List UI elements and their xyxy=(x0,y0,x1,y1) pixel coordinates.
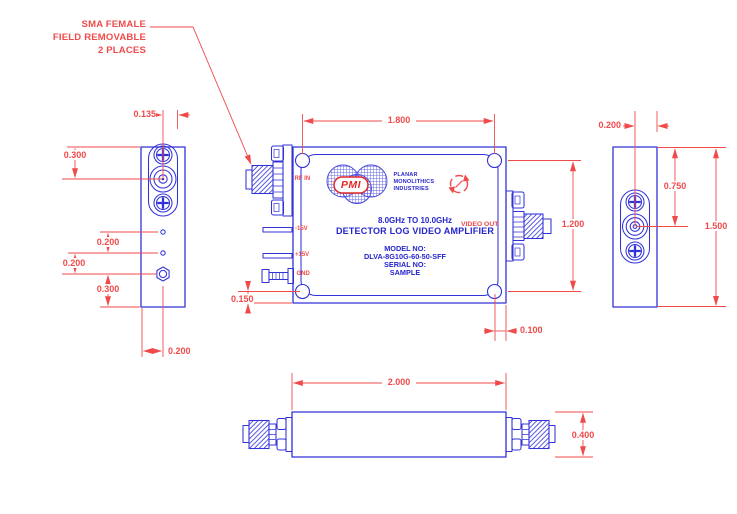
dimension-annotations xyxy=(62,26,726,458)
gnd-hex-stud xyxy=(156,266,170,282)
dim-body-length: 2.000 xyxy=(382,377,416,387)
video-out-label: VIDEO OUT xyxy=(461,220,499,228)
serial-label: SERIAL NO: xyxy=(383,260,427,270)
company-line: PLANAR xyxy=(393,171,418,178)
dim-hole-span-width: 1.800 xyxy=(382,115,416,125)
mounting-hole xyxy=(486,152,503,169)
neg-supply-pin xyxy=(262,226,293,233)
front-view xyxy=(245,144,552,304)
model-block: MODEL NO: DLVA-8G10G-60-50-SFF SERIAL NO… xyxy=(315,243,495,278)
bottom-view xyxy=(242,411,556,458)
pmi-logo-icon xyxy=(326,164,388,204)
supply-pin-hole xyxy=(160,250,166,256)
pos-supply-label: +15V xyxy=(295,252,310,258)
dim-pin-spacing: 0.200 xyxy=(92,237,124,247)
mounting-hole xyxy=(294,152,311,169)
rf-input-connector xyxy=(245,144,293,217)
dim-connector-offset: 0.135 xyxy=(122,109,156,119)
power-pins xyxy=(261,226,295,285)
screw-cross-icon xyxy=(157,197,169,209)
supply-pin-hole xyxy=(160,229,166,235)
callout-line: FIELD REMOVABLE xyxy=(52,32,146,43)
bottom-right-connector xyxy=(505,416,556,453)
serial-value: SAMPLE xyxy=(389,268,421,278)
dim-hole-offset-right: 0.100 xyxy=(520,325,543,335)
rf-in-label: RF IN xyxy=(294,175,311,182)
dim-pin-to-gnd: 0.200 xyxy=(58,258,90,268)
dim-center-offset: 0.200 xyxy=(588,120,621,130)
mounting-hole xyxy=(486,283,503,300)
bottom-left-connector xyxy=(242,416,293,453)
callout-line: 2 PLACES xyxy=(97,45,146,56)
screw-cross-icon xyxy=(629,245,641,257)
company-line: MONOLITHICS xyxy=(393,178,435,185)
pmi-logo-text: PMI xyxy=(340,178,362,191)
dim-top-to-connector: 0.300 xyxy=(58,150,92,160)
company-name: PLANAR MONOLITHICS INDUSTRIES xyxy=(394,172,435,194)
frequency-range: 8.0GHz TO 10.0GHz xyxy=(377,215,453,225)
dim-gnd-from-edge: 0.200 xyxy=(168,346,191,356)
callout-leader-line xyxy=(150,26,252,165)
callout-line: SMA FEMALE xyxy=(81,19,146,30)
dim-hole-offset-left: 0.150 xyxy=(231,294,254,304)
gnd-label: GND xyxy=(296,271,310,277)
gnd-stud xyxy=(261,268,270,284)
video-output-connector xyxy=(505,190,552,262)
dim-body-height: 1.500 xyxy=(699,221,733,231)
rotation-mark-icon xyxy=(448,174,470,194)
sma-callout: SMA FEMALE FIELD REMOVABLE 2 PLACES xyxy=(28,18,146,57)
model-label: MODEL NO: xyxy=(384,243,426,253)
dim-hole-span-height: 1.200 xyxy=(556,219,590,229)
product-name: DETECTOR LOG VIDEO AMPLIFIER xyxy=(335,225,495,236)
neg-supply-label: -15V xyxy=(295,225,308,232)
pos-supply-pin xyxy=(262,252,293,259)
dim-top-to-connector-right: 0.750 xyxy=(658,181,692,191)
dim-body-thickness: 0.400 xyxy=(566,430,600,440)
dim-gnd-to-bottom: 0.300 xyxy=(92,284,124,294)
model-number: DLVA-8G10G-60-50-SFF xyxy=(363,251,447,261)
company-line: INDUSTRIES xyxy=(393,185,429,192)
